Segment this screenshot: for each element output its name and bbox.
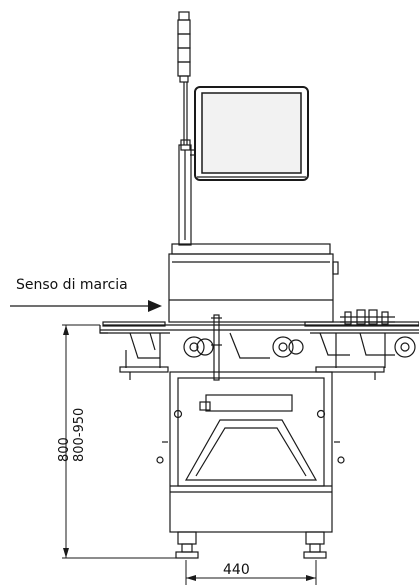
height-dimension-label: 800 bbox=[57, 437, 72, 462]
side-shelves bbox=[119, 366, 385, 380]
signal-tower bbox=[177, 11, 191, 145]
direction-of-travel-label: Senso di marcia bbox=[16, 277, 128, 293]
conveyor-belt bbox=[99, 321, 419, 334]
leveling-feet bbox=[175, 531, 327, 559]
machine-housing bbox=[168, 243, 339, 323]
touch-screen-display bbox=[194, 86, 309, 181]
width-dimension-label: 440 bbox=[223, 562, 250, 578]
height-dimension-line bbox=[62, 324, 178, 559]
direction-arrow bbox=[10, 300, 162, 312]
height-range-dimension-label: 800-950 bbox=[72, 407, 87, 462]
belt-frame bbox=[125, 332, 395, 368]
right-infeed-fixtures bbox=[340, 309, 395, 325]
drive-rollers bbox=[183, 336, 416, 358]
display-arm bbox=[178, 139, 196, 246]
width-dimension-line bbox=[185, 560, 317, 585]
lower-frame bbox=[156, 371, 345, 533]
